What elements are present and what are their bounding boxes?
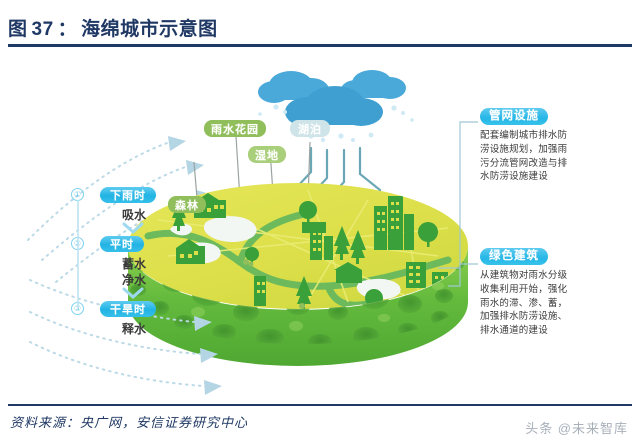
source-note: 资料来源：央广网，安信证券研究中心 [10,415,249,430]
figure-number: 37 [31,19,54,40]
round-tree [299,201,317,223]
footer-divider [8,404,632,406]
surface-label-forest: 森林 [168,196,206,213]
trees [172,200,438,309]
illustration-svg [27,70,478,395]
step-detail-1: 吸水 [121,208,146,222]
tower-cluster-right [374,196,414,250]
surface-label-rain-garden: 雨水花园 [204,120,266,137]
step-spine-line [77,200,79,308]
callout-pipe-network-title: 管网设施 [480,108,548,125]
tower-cluster-center [310,226,333,260]
raindrops [258,104,414,143]
callout-green-building: 绿色建筑 从建筑物对雨水分级收集利用开始，强化雨水的滞、渗、蓄，加强排水防涝设施… [480,248,572,338]
step-label-3: 干旱时 [100,301,156,317]
surface-details [243,259,305,309]
sponge-body [128,246,468,366]
callout-green-building-title-text: 绿色建筑 [489,250,539,263]
step-label-3-text: 干旱时 [110,304,146,316]
pine-tree [350,230,366,264]
surface-label-rain-garden-text: 雨水花园 [211,123,259,136]
civic-building-a [302,222,326,233]
step-label-1-text: 下雨时 [110,190,146,202]
release-arrow-heads [194,316,222,395]
figure-prefix: 图 [8,19,28,40]
pine-tree [334,226,350,260]
house-cluster-lower-left [176,239,205,264]
callout-pipe-network-body: 配套编制城市排水防涝设施规划，加强雨污分流管网改造与排水防涝设施建设 [480,130,568,183]
step-chevron-1 [122,222,144,235]
civic-building-b [334,262,362,283]
cloud-center [285,86,383,127]
callout-pipe-network-title-text: 管网设施 [489,110,539,123]
step-detail-3: 释水 [121,322,146,336]
surface-label-forest-text: 森林 [175,199,199,212]
step-label-2: 平时 [100,236,144,252]
step-detail-2-line2: 净水 [121,273,146,287]
title-divider [8,44,632,47]
step-detail-2-line1: 蓄水 [121,257,146,271]
city-surface-content [144,189,452,309]
step-label-1: 下雨时 [100,187,156,203]
figure-title-text: 海绵城市示意图 [81,19,218,40]
callout-green-building-title: 绿色建筑 [480,248,548,265]
surface-label-lake: 湖泊 [290,120,330,137]
surface-label-lake-text: 湖泊 [298,123,322,136]
round-tree [418,222,438,247]
surface-label-wetland-text: 湿地 [255,149,279,162]
surface-label-wetland: 湿地 [248,146,286,163]
watermark: 头条 @未来智库 [525,421,628,436]
sponge-city-illustration: 森林 雨水花园 湿地 湖泊 ① 下雨时 吸水 ② 平时 蓄水 净水 [8,50,632,400]
callout-pipe-network: 管网设施 配套编制城市排水防涝设施规划，加强雨污分流管网改造与排水防涝设施建设 [480,108,572,184]
cloud-group [258,70,406,127]
step-label-2-text: 平时 [110,239,134,251]
page-title: 图 37 ： 海绵城市示意图 [8,14,218,41]
callout-green-building-body: 从建筑物对雨水分级收集利用开始，强化雨水的滞、渗、蓄，加强排水防涝设施、排水通道… [480,270,568,337]
figure-colon: ： [57,19,78,40]
step-chevron-2 [122,287,144,300]
callout-connectors [438,121,478,287]
